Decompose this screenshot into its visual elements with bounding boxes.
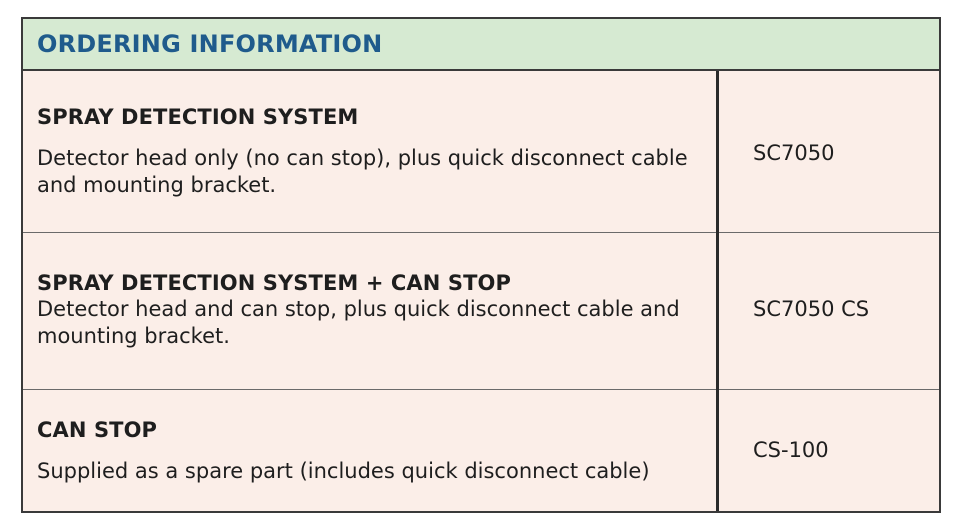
item-title: SPRAY DETECTION SYSTEM [37, 105, 359, 129]
part-number: SC7050 CS [753, 297, 870, 321]
item-description: Supplied as a spare part (includes quick… [37, 459, 650, 483]
column-divider [716, 71, 719, 511]
table-header: ORDERING INFORMATION [23, 19, 939, 71]
part-number: SC7050 [753, 141, 835, 165]
item-description: Detector head only (no can stop), plus q… [37, 146, 688, 197]
item-description: Detector head and can stop, plus quick d… [37, 297, 680, 348]
item-title: SPRAY DETECTION SYSTEM + CAN STOP [37, 271, 511, 295]
part-number: CS-100 [753, 438, 829, 462]
table-row: SPRAY DETECTION SYSTEM + CAN STOP Detect… [23, 233, 939, 390]
header-title: ORDERING INFORMATION [37, 30, 383, 58]
ordering-information-table: ORDERING INFORMATION SPRAY DETECTION SYS… [21, 17, 941, 513]
table-row: SPRAY DETECTION SYSTEM Detector head onl… [23, 71, 939, 233]
item-title: CAN STOP [37, 418, 158, 442]
table-row: CAN STOP Supplied as a spare part (inclu… [23, 390, 939, 511]
